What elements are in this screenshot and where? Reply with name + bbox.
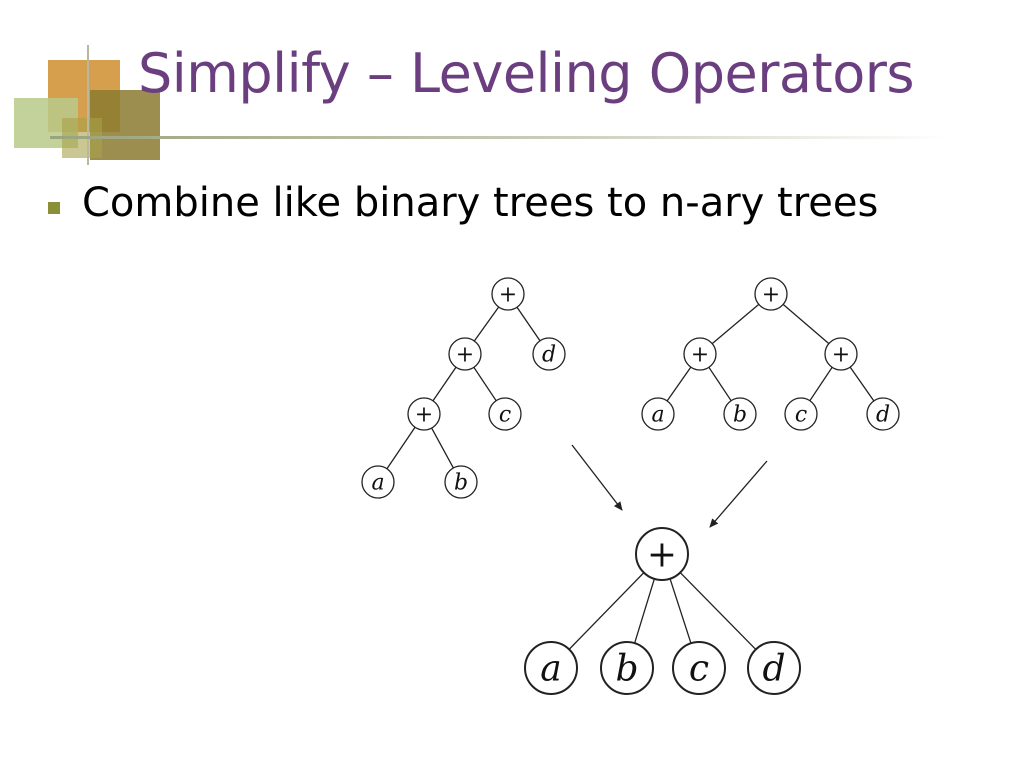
node-label: + bbox=[647, 535, 677, 576]
tree-edge bbox=[711, 303, 760, 345]
node-label: c bbox=[499, 403, 511, 428]
leaf-node-a-left-tree: a bbox=[361, 465, 395, 499]
tree-edge bbox=[516, 306, 541, 342]
leaf-node-b-result-tree: b bbox=[600, 641, 654, 695]
node-label: c bbox=[689, 649, 709, 690]
node-label: + bbox=[456, 343, 474, 368]
leaf-node-c-result-tree: c bbox=[672, 641, 726, 695]
tree-edge bbox=[708, 366, 732, 402]
tree-edge bbox=[431, 427, 454, 469]
node-label: b bbox=[454, 471, 468, 496]
arrow-left-to-result bbox=[571, 444, 623, 511]
leaf-node-d-right-tree: d bbox=[866, 397, 900, 431]
tree-edge bbox=[386, 426, 416, 470]
node-label: a bbox=[540, 649, 561, 690]
operator-node-right-tree: + bbox=[754, 277, 788, 311]
leaf-node-a-result-tree: a bbox=[524, 641, 578, 695]
leaf-node-b-right-tree: b bbox=[723, 397, 757, 431]
leaf-node-d-result-tree: d bbox=[747, 641, 801, 695]
node-label: + bbox=[499, 283, 517, 308]
leaf-node-b-left-tree: b bbox=[444, 465, 478, 499]
node-label: d bbox=[762, 649, 785, 690]
operator-node-left-tree: + bbox=[448, 337, 482, 371]
leaf-node-c-right-tree: c bbox=[784, 397, 818, 431]
tree-edge bbox=[634, 578, 655, 644]
node-label: d bbox=[542, 343, 556, 368]
title-decoration bbox=[14, 45, 160, 165]
operator-node-left-tree: + bbox=[407, 397, 441, 431]
leaf-node-a-right-tree: a bbox=[641, 397, 675, 431]
node-label: b bbox=[615, 649, 638, 690]
tree-edge bbox=[666, 366, 692, 402]
operator-node-left-tree: + bbox=[491, 277, 525, 311]
node-label: + bbox=[832, 343, 850, 368]
operator-node-right-tree: + bbox=[683, 337, 717, 371]
node-label: a bbox=[371, 471, 384, 496]
slide-title: Simplify – Leveling Operators bbox=[138, 42, 915, 105]
title-underline bbox=[50, 136, 950, 139]
leaf-node-d-left-tree: d bbox=[532, 337, 566, 371]
tree-edge bbox=[809, 366, 833, 402]
leaf-node-c-left-tree: c bbox=[488, 397, 522, 431]
tree-edge bbox=[782, 303, 830, 345]
arrow-right-to-result bbox=[709, 460, 768, 528]
tree-edge bbox=[432, 366, 457, 402]
tree-edge bbox=[849, 366, 875, 402]
tree-edge bbox=[473, 366, 497, 402]
node-label: c bbox=[795, 403, 807, 428]
tree-edge bbox=[568, 572, 645, 650]
operator-node-right-tree: + bbox=[824, 337, 858, 371]
node-label: d bbox=[876, 403, 890, 428]
bullet-marker bbox=[48, 202, 60, 214]
node-label: a bbox=[651, 403, 664, 428]
node-label: + bbox=[762, 283, 780, 308]
node-label: b bbox=[733, 403, 747, 428]
tree-edge bbox=[679, 572, 757, 650]
node-label: + bbox=[691, 343, 709, 368]
tree-edge bbox=[669, 578, 692, 644]
bullet-text: Combine like binary trees to n-ary trees bbox=[82, 180, 879, 226]
tree-edge bbox=[473, 306, 500, 342]
operator-node-result-tree: + bbox=[635, 527, 689, 581]
node-label: + bbox=[415, 403, 433, 428]
